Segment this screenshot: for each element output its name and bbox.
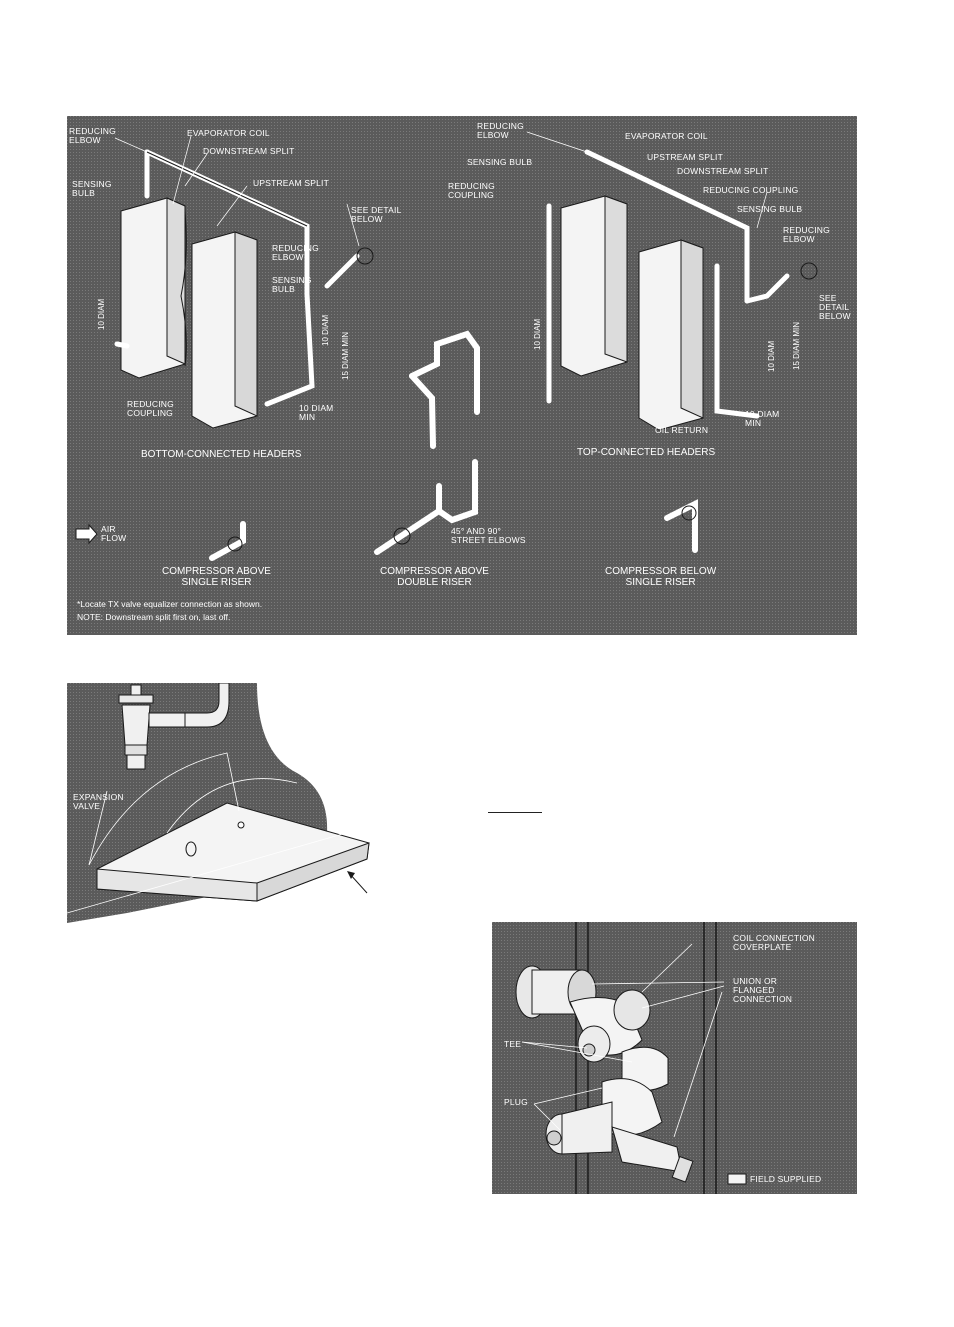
left-evaporator-coil	[120, 197, 258, 429]
label-reducing-coupling-right-top: REDUCING COUPLING	[448, 181, 495, 200]
connection-leaders	[521, 943, 725, 1138]
label-union-or-flanged-connection: UNION OR FLANGED CONNECTION	[733, 976, 793, 1004]
label-oil-return: OIL RETURN	[655, 425, 709, 435]
double-riser-piping	[374, 330, 480, 555]
label-evaporator-coil-right: EVAPORATOR COIL	[625, 131, 708, 141]
label-reducing-coupling: REDUCING COUPLING	[127, 399, 174, 418]
coil-connection-panel: COIL CONNECTION COVERPLATE UNION OR FLAN…	[492, 922, 857, 1194]
caption-compressor-below-single-riser: COMPRESSOR BELOW SINGLE RISER	[605, 566, 717, 588]
label-fifteen-diam-min-right: 15 DIAM MIN	[792, 321, 801, 370]
label-fifteen-diam-min: 15 DIAM MIN	[341, 331, 350, 380]
single-riser-above	[209, 521, 246, 561]
label-ten-diam-right: 10 DIAM	[533, 318, 542, 350]
field-supplied-swatch	[727, 1173, 747, 1185]
right-suction-piping	[546, 149, 790, 419]
double-riser-detail-circle	[393, 527, 411, 545]
label-ten-diam-far-left: 10 DIAM	[97, 298, 106, 330]
caption-top-connected-headers: TOP-CONNECTED HEADERS	[577, 447, 716, 458]
label-field-supplied: FIELD SUPPLIED	[750, 1174, 822, 1184]
coil-connection-drawing	[492, 922, 857, 1194]
label-reducing-elbow: REDUCING ELBOW	[69, 126, 116, 145]
label-evaporator-coil: EVAPORATOR COIL	[187, 128, 270, 138]
label-ten-diam-left: 10 DIAM	[321, 314, 330, 346]
piping-diagram-panel: REDUCING ELBOW EVAPORATOR COIL DOWNSTREA…	[67, 116, 857, 635]
label-see-detail-below-right: SEE DETAIL BELOW	[819, 293, 851, 321]
expansion-valve-body	[118, 683, 230, 770]
label-ten-diam-far-right: 10 DIAM	[767, 340, 776, 372]
label-air-flow: AIR FLOW	[101, 524, 127, 543]
label-sensing-bulb: SENSING BULB	[72, 179, 112, 198]
right-detail-circle	[800, 262, 818, 280]
blank-underline	[488, 812, 542, 813]
label-upstream-split-right: UPSTREAM SPLIT	[647, 152, 724, 162]
label-expansion-valve: EXPANSION VALVE	[73, 792, 124, 811]
label-reducing-elbow-far-right: REDUCING ELBOW	[783, 225, 830, 244]
label-sensing-bulb-right: SENSING BULB	[737, 204, 803, 214]
drain-pan-panel: EXPANSION VALVE	[67, 683, 371, 930]
label-upstream-split: UPSTREAM SPLIT	[253, 178, 330, 188]
note-tx-valve: *Locate TX valve equalizer connection as…	[77, 599, 263, 609]
label-downstream-split-right: DOWNSTREAM SPLIT	[677, 166, 769, 176]
label-sensing-bulb-mid: SENSING BULB	[272, 275, 312, 294]
piping-diagram-drawing	[67, 116, 857, 635]
upper-fitting-assembly	[515, 965, 651, 1063]
label-reducing-coupling-right: REDUCING COUPLING	[703, 185, 799, 195]
label-tee: TEE	[504, 1039, 522, 1049]
drain-pan-drawing	[67, 683, 370, 923]
right-evaporator-coil	[560, 195, 704, 431]
caption-compressor-above-double-riser: COMPRESSOR ABOVE DOUBLE RISER	[380, 566, 489, 588]
label-coil-connection-coverplate: COIL CONNECTION COVERPLATE	[733, 933, 816, 952]
single-riser-below	[664, 499, 698, 553]
label-street-elbows: 45° AND 90° STREET ELBOWS	[451, 526, 526, 545]
label-reducing-elbow-mid: REDUCING ELBOW	[272, 243, 319, 262]
label-reducing-elbow-right: REDUCING ELBOW	[477, 121, 524, 140]
left-piping-outline	[146, 151, 374, 265]
label-ten-diam-min: 10 DIAM MIN	[299, 403, 334, 422]
leader-lines	[114, 131, 768, 247]
lower-fitting-assembly	[545, 1046, 694, 1183]
caption-bottom-connected-headers: BOTTOM-CONNECTED HEADERS	[141, 449, 302, 460]
label-plug: PLUG	[504, 1097, 528, 1107]
air-flow-arrow-icon	[75, 523, 98, 545]
label-ten-diam-min-right: 10 DIAM MIN	[745, 409, 780, 428]
drain-pan-leaders	[67, 752, 368, 914]
caption-compressor-above-single-riser: COMPRESSOR ABOVE SINGLE RISER	[162, 566, 271, 588]
note-downstream-split: NOTE: Downstream split first on, last of…	[77, 612, 231, 622]
label-sensing-bulb-right-top: SENSING BULB	[467, 157, 533, 167]
drain-pan-tray	[96, 802, 370, 902]
label-downstream-split: DOWNSTREAM SPLIT	[203, 146, 295, 156]
label-see-detail-below: SEE DETAIL BELOW	[351, 205, 402, 224]
